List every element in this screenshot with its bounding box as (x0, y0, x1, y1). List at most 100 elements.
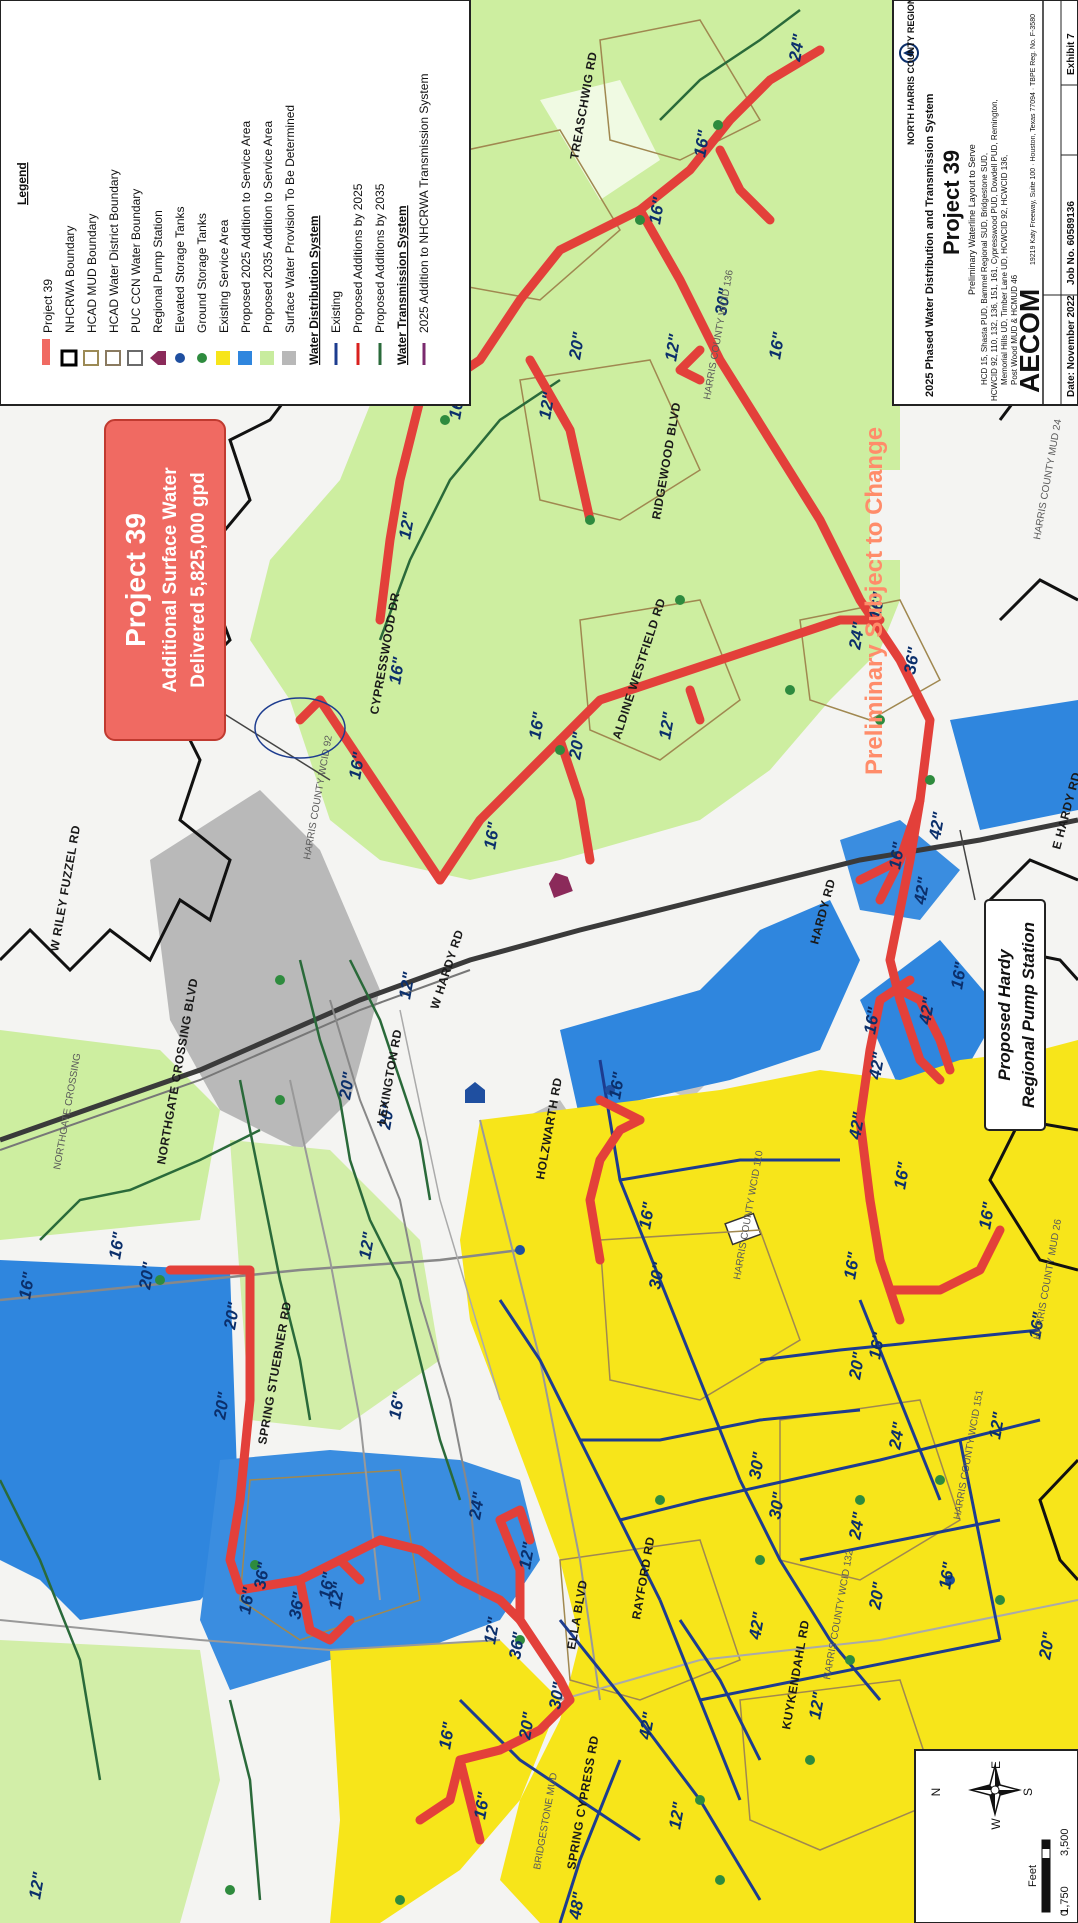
hardy-railway (0, 817, 1078, 1143)
pipe-label: 16" (385, 1390, 409, 1421)
legend-label: Surface Water Provision To Be Determined (283, 105, 297, 333)
legend-row: NHCRWA Boundary (60, 226, 78, 367)
pipe-label: 24" (845, 620, 869, 652)
served-line-2: HCWCID 92, 110, 132, 136, 151, 161, Cypr… (990, 99, 999, 401)
scale-tick: 1,750 (1059, 1886, 1071, 1914)
scale-unit: Feet (1027, 1865, 1039, 1887)
pipe-label: 12" (515, 1540, 539, 1571)
compass-e: E (989, 1761, 1003, 1769)
pipe-label: 16" (435, 1720, 459, 1751)
pipe-label: 12" (480, 1615, 504, 1646)
map-title: 2025 Phased Water Distribution and Trans… (924, 93, 936, 397)
pipe-label: 12" (535, 390, 559, 421)
proposed-2025-area-west (0, 1260, 240, 1620)
legend-label: 2025 Addition to NHCRWA Transmission Sys… (417, 74, 431, 333)
pipe-label: 16" (865, 590, 889, 621)
date: Date: November 2022 (1066, 295, 1077, 397)
legend-label: Existing (329, 291, 343, 333)
legend-row: PUC CCN Water Boundary (127, 189, 143, 366)
pipe-label: 42" (745, 1610, 769, 1642)
callout-line1: Additional Surface Water (160, 467, 181, 693)
legend-row: Regional Pump Station (150, 210, 166, 365)
pipe-label: 12" (985, 1410, 1009, 1441)
legend-row: Proposed 2035 Addition to Service Area (260, 121, 275, 365)
pipe-label: 20" (375, 1100, 399, 1132)
pipe-label: 12" (655, 710, 679, 741)
callout-line2: Delivered 5,825,000 gpd (188, 472, 209, 687)
pipe-label: 36" (250, 1560, 274, 1591)
pipe-label: 42" (865, 1050, 889, 1082)
legend-label: Proposed 2025 Addition to Service Area (239, 121, 253, 333)
legend-row: Ground Storage Tanks (195, 213, 209, 363)
served-line-4: Post Wood MUD & HCMUD 46 (1010, 274, 1019, 385)
pipe-label: 12" (395, 970, 419, 1001)
legend-label: Proposed Additions by 2035 (373, 183, 387, 333)
title-block: NORTH HARRIS COUNTY REGIONAL WATER AUTHO… (892, 0, 1078, 406)
pipe-label: 16" (865, 1330, 889, 1361)
legend-row: Proposed Additions by 2025 (351, 183, 365, 365)
pipe-label: 12" (805, 1690, 829, 1721)
pipe-label: 16" (947, 960, 971, 991)
pipe-label: 24" (845, 1510, 869, 1542)
pipe-label: 42" (635, 1710, 659, 1742)
scale-bar (1041, 1839, 1051, 1913)
pipe-label: 24" (885, 1420, 909, 1452)
pipe-label: 20" (210, 1390, 234, 1422)
pipe-label: 20" (135, 1260, 159, 1292)
legend-row: Surface Water Provision To Be Determined (282, 105, 297, 365)
pipe-label: 16" (315, 1570, 339, 1601)
subtitle: Preliminary Waterline Layout to Serve (967, 144, 977, 295)
pump-station-callout: Proposed Hardy Regional Pump Station (959, 829, 1046, 1131)
pipe-label: 16" (15, 1270, 39, 1301)
pipe-label: 30" (745, 1450, 769, 1481)
firm-logo: AECOM (1014, 289, 1045, 393)
pipe-label: 16" (605, 1070, 629, 1101)
pipe-label: 16" (525, 710, 549, 741)
firm-address: 19219 Katy Freeway, Suite 100 · Houston,… (1030, 14, 1037, 265)
compass-w: W (989, 1818, 1003, 1830)
pipe-label: 30" (711, 286, 735, 317)
pipe-size-labels: 24" 16" 30" 16" 12" 16" 20" 12" 16" 12" … (15, 32, 1059, 1922)
compass-n: N (929, 1788, 943, 1797)
storage-tanks (155, 120, 1015, 1905)
pipe-label: 20" (335, 1070, 359, 1102)
pump-station-line2: Regional Pump Station (1019, 922, 1038, 1108)
pipe-label: 24" (785, 32, 809, 64)
scale-tick: 3,500 (1059, 1828, 1071, 1856)
preliminary-watermark: Preliminary Subject to Change (861, 427, 888, 775)
pipe-label: 42" (925, 810, 949, 842)
pipe-label: 12" (355, 1230, 379, 1261)
compass-rose-icon (968, 1763, 1022, 1817)
pipe-label: 12" (395, 510, 419, 541)
scale-tick: 0 (1059, 1910, 1071, 1916)
agency-name: NORTH HARRIS COUNTY REGIONAL WATER AUTHO… (906, 0, 916, 145)
pipe-label: 16" (105, 1230, 129, 1261)
project-39-lines (165, 45, 1005, 1845)
pipe-label: 16" (645, 195, 669, 226)
pipe-label: 48" (565, 1890, 589, 1922)
legend-row: HCAD MUD Boundary (83, 214, 99, 366)
roads (0, 817, 1078, 1701)
existing-distribution-lines (458, 1059, 1041, 1923)
project-title: Project 39 (939, 150, 964, 255)
pump-station-line1: Proposed Hardy (995, 948, 1014, 1081)
legend-row: 2025 Addition to NHCRWA Transmission Sys… (417, 74, 431, 365)
legend-label: Proposed 2035 Addition to Service Area (261, 121, 275, 333)
legend-label: Ground Storage Tanks (195, 213, 209, 333)
pipe-label: 16" (690, 128, 714, 159)
pipe-label: 16" (975, 1200, 999, 1231)
legend-panel: Legend Project 39 NHCRWA Boundary HCAD M… (0, 0, 471, 406)
callout-title: Project 39 (120, 513, 151, 647)
pipe-label: 42" (915, 995, 939, 1027)
legend-title: Legend (15, 162, 29, 205)
pipe-label: 16" (385, 655, 409, 686)
legend-section-transmission: Water Transmission System (395, 205, 409, 365)
pipe-label: 16" (765, 330, 789, 361)
surface-water-tbd-area (150, 790, 380, 1150)
pipe-label: 16" (480, 820, 504, 851)
legend-label: PUC CCN Water Boundary (129, 189, 143, 333)
exhibit-number: Exhibit 7 (1066, 33, 1077, 75)
pipe-label: 16" (840, 1250, 864, 1281)
pipe-label: 36" (505, 1630, 529, 1661)
